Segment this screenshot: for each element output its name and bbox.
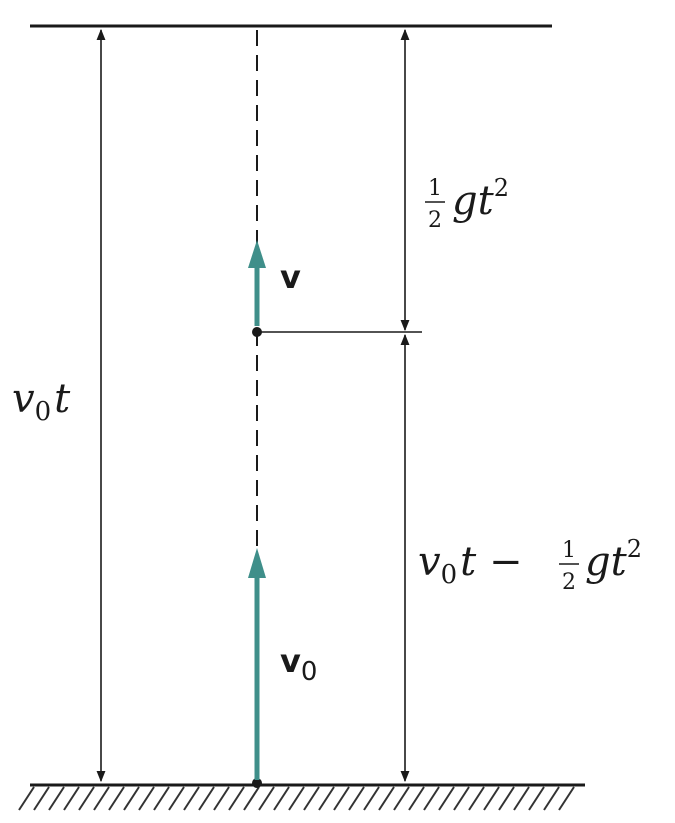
svg-text:1: 1 <box>562 538 576 563</box>
label-v0t: v0t <box>12 376 71 427</box>
ground <box>18 783 585 811</box>
launch-point-dot <box>252 778 262 788</box>
svg-text:gt2: gt2 <box>452 174 509 224</box>
svg-text:2: 2 <box>562 570 576 595</box>
hatch-mark <box>63 786 80 811</box>
hatch-mark <box>153 786 170 811</box>
ground-hatching <box>18 786 575 811</box>
hatch-mark <box>48 786 65 811</box>
label-velocity: v <box>280 258 301 296</box>
hatch-mark <box>198 786 215 811</box>
hatch-mark <box>528 786 545 811</box>
label-half-gt2: 1 2 gt2 <box>425 174 509 233</box>
hatch-mark <box>78 786 95 811</box>
hatch-mark <box>243 786 260 811</box>
hatch-mark <box>408 786 425 811</box>
hatch-mark <box>378 786 395 811</box>
hatch-mark <box>423 786 440 811</box>
hatch-mark <box>438 786 455 811</box>
hatch-mark <box>543 786 560 811</box>
hatch-mark <box>108 786 125 811</box>
hatch-mark <box>183 786 200 811</box>
hatch-mark <box>258 786 275 811</box>
hatch-mark <box>93 786 110 811</box>
svg-text:2: 2 <box>428 208 442 233</box>
hatch-mark <box>18 786 35 811</box>
hatch-mark <box>453 786 470 811</box>
hatch-mark <box>483 786 500 811</box>
hatch-mark <box>138 786 155 811</box>
hatch-mark <box>498 786 515 811</box>
hatch-mark <box>228 786 245 811</box>
hatch-mark <box>123 786 140 811</box>
label-initial-velocity: v0 <box>280 642 317 687</box>
hatch-mark <box>273 786 290 811</box>
svg-text:1: 1 <box>428 176 442 201</box>
label-v0t-minus-half-gt2: v0t − 1 2 gt2 <box>418 535 642 595</box>
hatch-mark <box>513 786 530 811</box>
hatch-mark <box>288 786 305 811</box>
current-position-dot <box>252 327 262 337</box>
hatch-mark <box>168 786 185 811</box>
hatch-mark <box>558 786 575 811</box>
hatch-mark <box>318 786 335 811</box>
velocity-vector <box>248 240 266 326</box>
svg-text:v0t −: v0t − <box>418 539 522 590</box>
hatch-mark <box>348 786 365 811</box>
hatch-mark <box>393 786 410 811</box>
svg-text:gt2: gt2 <box>585 535 642 585</box>
hatch-mark <box>468 786 485 811</box>
hatch-mark <box>213 786 230 811</box>
hatch-mark <box>33 786 50 811</box>
hatch-mark <box>333 786 350 811</box>
hatch-mark <box>363 786 380 811</box>
initial-velocity-vector <box>248 548 266 780</box>
hatch-mark <box>303 786 320 811</box>
